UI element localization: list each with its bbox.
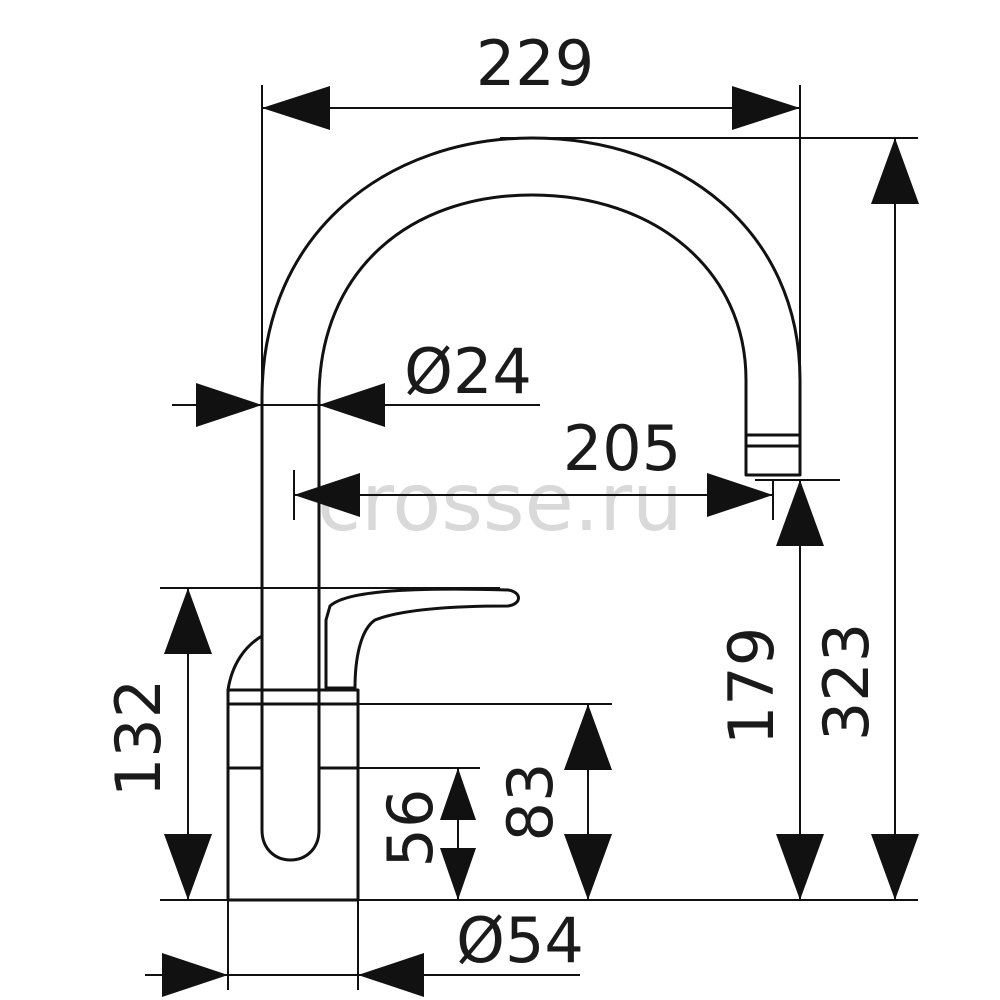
extension-lines [160,85,918,990]
cartridge-cap [226,634,263,692]
spout-inner [317,193,748,704]
dim-body-height: 83 [494,763,567,842]
dim-overall-height: 323 [810,623,883,741]
cartridge-ring [226,688,360,706]
handle-lever [324,587,520,690]
dim-reach: 205 [563,412,681,485]
watermark-text: crosse.ru [317,456,683,549]
faucet-outline [226,136,802,902]
dim-handle-height: 132 [102,679,175,797]
inner-tube [260,704,321,862]
aerator [744,433,802,477]
dim-spout-diameter: Ø24 [404,335,532,408]
dim-spout-height: 179 [715,627,788,745]
spout-outer [260,136,802,704]
dim-inner-height: 56 [374,789,447,868]
dim-base-diameter: Ø54 [456,904,584,977]
dim-overall-width: 229 [476,27,594,100]
dimension-lines [145,86,919,997]
base-body [226,702,360,902]
